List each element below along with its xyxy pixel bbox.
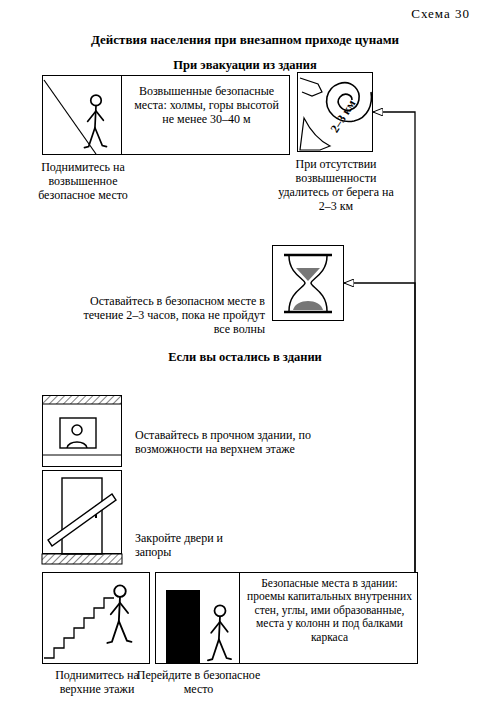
picture-box: Поднимитесь на возвышенное безопасное ме…	[42, 75, 122, 155]
standing-man	[208, 605, 231, 660]
hourglass-sand	[293, 301, 323, 310]
node-text: Возвышенные безопасные места: холмы, гор…	[134, 84, 279, 126]
shore-symbol	[300, 118, 330, 150]
man-head	[72, 425, 82, 435]
hourglass-sand	[296, 268, 320, 281]
node-text: Безопасные места в здании: проемы капита…	[244, 577, 415, 644]
section-heading: При эвакуации из здания	[120, 58, 370, 73]
floor-hatch	[42, 554, 122, 564]
hourglass-bottom	[284, 311, 332, 314]
doorway-symbol	[166, 590, 200, 664]
scheme-number: Схема 30	[370, 6, 470, 22]
text-box: Безопасные места в здании: проемы капита…	[239, 572, 418, 664]
diagram-title: Действия населения при внезапном приходе…	[40, 32, 450, 48]
node-text: Оставайтесь в прочном здании, по возможн…	[135, 428, 340, 456]
node-text: Закройте двери и запоры	[135, 531, 235, 559]
distance-label: 2–3 км	[325, 93, 361, 139]
bar-symbol	[48, 494, 116, 546]
flow-arrow	[344, 283, 415, 572]
node-text: Перейдите в безопасное место	[134, 668, 263, 696]
picture-box: Закройте двери и запоры	[42, 470, 122, 554]
picture-box: Оставайтесь в прочном здании, по возможн…	[42, 395, 122, 467]
hourglass-top	[284, 254, 332, 257]
node-text: Поднимитесь на возвышенное безопасное ме…	[31, 160, 135, 202]
man-shoulders	[67, 442, 87, 448]
roof-symbol	[43, 396, 121, 404]
hourglass-glass	[289, 256, 327, 311]
climbing-man	[107, 585, 131, 643]
node-text: При отсутствии возвышенности удалитесь о…	[276, 157, 396, 213]
window-symbol	[60, 418, 96, 448]
section-heading: Если вы остались в здании	[120, 350, 370, 365]
picture-box: 2–3 кмПри отсутствии возвышенности удали…	[297, 72, 373, 152]
slope-line	[44, 80, 96, 154]
stairs-symbol	[44, 598, 114, 658]
node-text: Оставайтесь в безопасном месте в течение…	[81, 294, 265, 336]
walking-man	[84, 95, 106, 147]
hand-symbol	[300, 78, 322, 96]
text-box: Возвышенные безопасные места: холмы, гор…	[121, 75, 290, 155]
picture-box: Поднимитесь на верхние этажи	[42, 572, 150, 664]
roof-line	[42, 403, 122, 404]
flow-arrow	[373, 112, 415, 572]
picture-box: Оставайтесь в безопасном месте в течение…	[272, 245, 344, 321]
wall-line	[42, 455, 122, 456]
picture-box: Перейдите в безопасное место	[155, 572, 240, 664]
